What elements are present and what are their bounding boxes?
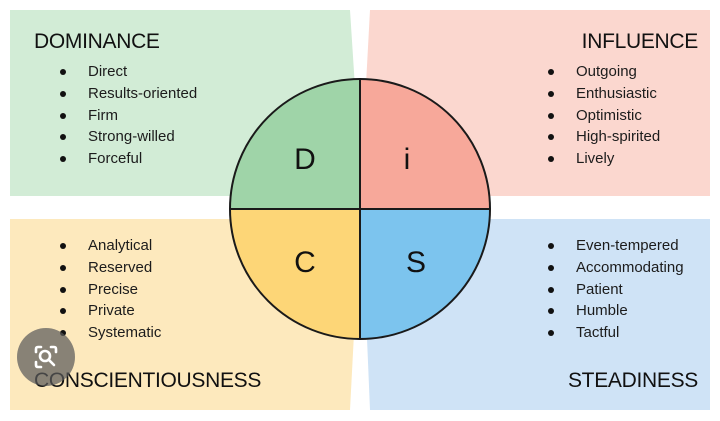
trait-item: Results-oriented — [60, 83, 197, 105]
dominance-traits: Direct Results-oriented Firm Strong-will… — [60, 61, 197, 170]
steadiness-traits: Even-tempered Accommodating Patient Humb… — [548, 235, 684, 344]
trait-item: Forceful — [60, 148, 197, 170]
trait-item: Optimistic — [548, 105, 660, 127]
influence-title: INFLUENCE — [581, 30, 699, 53]
trait-item: Tactful — [548, 322, 684, 344]
trait-item: Outgoing — [548, 61, 660, 83]
circle-quadrant-s — [360, 209, 490, 339]
trait-item: Reserved — [60, 257, 161, 279]
trait-item: Analytical — [60, 235, 161, 257]
circle-quadrant-c — [230, 209, 360, 339]
circle-quadrant-i — [360, 79, 490, 209]
letter-c: C — [294, 246, 316, 279]
trait-item: Direct — [60, 61, 197, 83]
letter-d: D — [294, 143, 316, 176]
letter-s: S — [405, 246, 426, 279]
trait-item: Patient — [548, 279, 684, 301]
dominance-title: DOMINANCE — [34, 30, 160, 53]
trait-item: Lively — [548, 148, 660, 170]
trait-item: Firm — [60, 105, 197, 127]
letter-i: i — [403, 143, 411, 176]
conscientiousness-traits: Analytical Reserved Precise Private Syst… — [60, 235, 161, 344]
trait-item: Humble — [548, 300, 684, 322]
trait-item: Strong-willed — [60, 126, 197, 148]
influence-traits: Outgoing Enthusiastic Optimistic High-sp… — [548, 61, 660, 170]
steadiness-title: STEADINESS — [567, 369, 698, 392]
trait-item: High-spirited — [548, 126, 660, 148]
trait-item: Accommodating — [548, 257, 684, 279]
trait-item: Private — [60, 300, 161, 322]
trait-item: Systematic — [60, 322, 161, 344]
conscientiousness-title: CONSCIENTIOUSNESS — [34, 369, 262, 392]
trait-item: Precise — [60, 279, 161, 301]
lens-search-button[interactable] — [17, 328, 75, 386]
circle-quadrant-d — [230, 79, 360, 209]
trait-item: Even-tempered — [548, 235, 684, 257]
trait-item: Enthusiastic — [548, 83, 660, 105]
lens-search-icon — [34, 345, 58, 369]
